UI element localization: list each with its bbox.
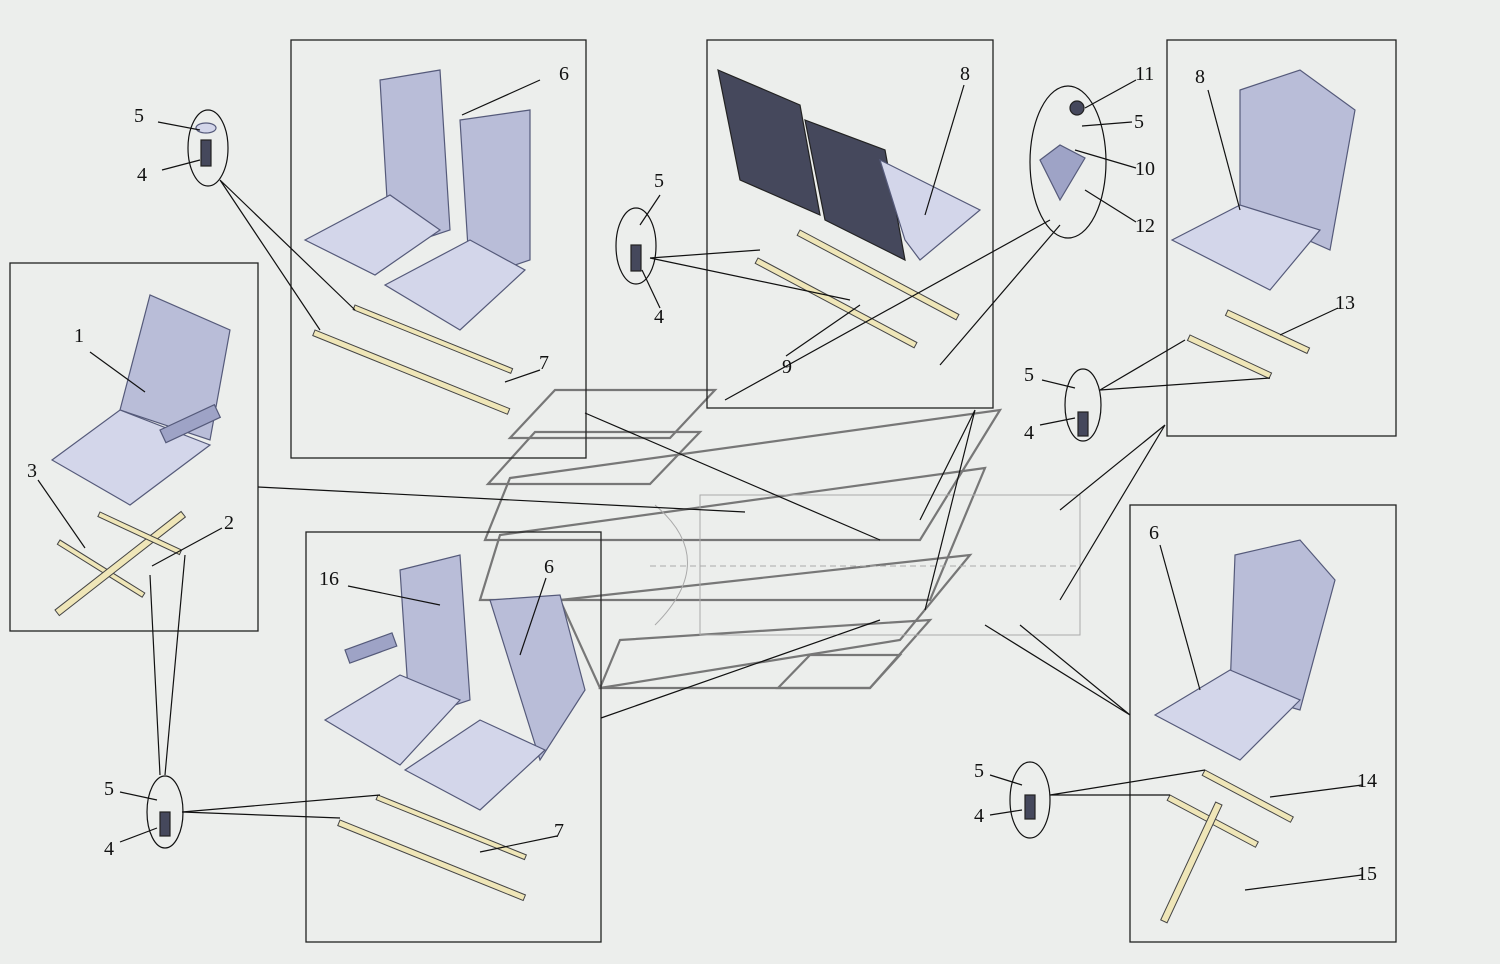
part-label: 15 xyxy=(1357,863,1377,885)
part-label: 13 xyxy=(1335,292,1355,314)
part-label: 4 xyxy=(137,164,147,186)
part-label: 16 xyxy=(319,568,339,590)
part-label: 10 xyxy=(1135,158,1155,180)
part-label: 5 xyxy=(134,105,144,127)
part-label: 4 xyxy=(974,805,984,827)
part-label: 8 xyxy=(960,63,970,85)
leader-lines xyxy=(37,79,1363,891)
fastener-callouts xyxy=(146,85,1107,849)
part-label: 5 xyxy=(974,760,984,782)
part-label: 5 xyxy=(1134,111,1144,133)
part-label: 7 xyxy=(539,352,549,374)
part-label: 4 xyxy=(104,838,114,860)
frame-double-seat-bottom xyxy=(305,531,602,943)
frame-bench-seat xyxy=(706,39,994,409)
frame-single-seat-bottom-right xyxy=(1129,504,1397,943)
part-label: 4 xyxy=(1024,422,1034,444)
part-label: 9 xyxy=(782,356,792,378)
part-label: 2 xyxy=(224,512,234,534)
seat-illustrations xyxy=(50,69,1356,924)
part-label: 14 xyxy=(1357,770,1377,792)
frame-driver-seat xyxy=(9,262,259,632)
part-label: 5 xyxy=(1024,364,1034,386)
part-label: 4 xyxy=(654,306,664,328)
frame-single-seat-right xyxy=(1166,39,1397,437)
part-label: 8 xyxy=(1195,66,1205,88)
part-label: 11 xyxy=(1135,63,1154,85)
bus-floor-plan xyxy=(478,388,1081,690)
part-label: 1 xyxy=(74,325,84,347)
part-label: 12 xyxy=(1135,215,1155,237)
part-label: 7 xyxy=(554,820,564,842)
part-label: 6 xyxy=(544,556,554,578)
part-label: 5 xyxy=(654,170,664,192)
part-number-labels: 5 4 6 7 1 3 2 5 4 8 9 11 5 10 12 8 13 5 … xyxy=(27,63,1377,885)
part-label: 6 xyxy=(559,63,569,85)
part-label: 5 xyxy=(104,778,114,800)
part-label: 6 xyxy=(1149,522,1159,544)
part-label: 3 xyxy=(27,460,37,482)
